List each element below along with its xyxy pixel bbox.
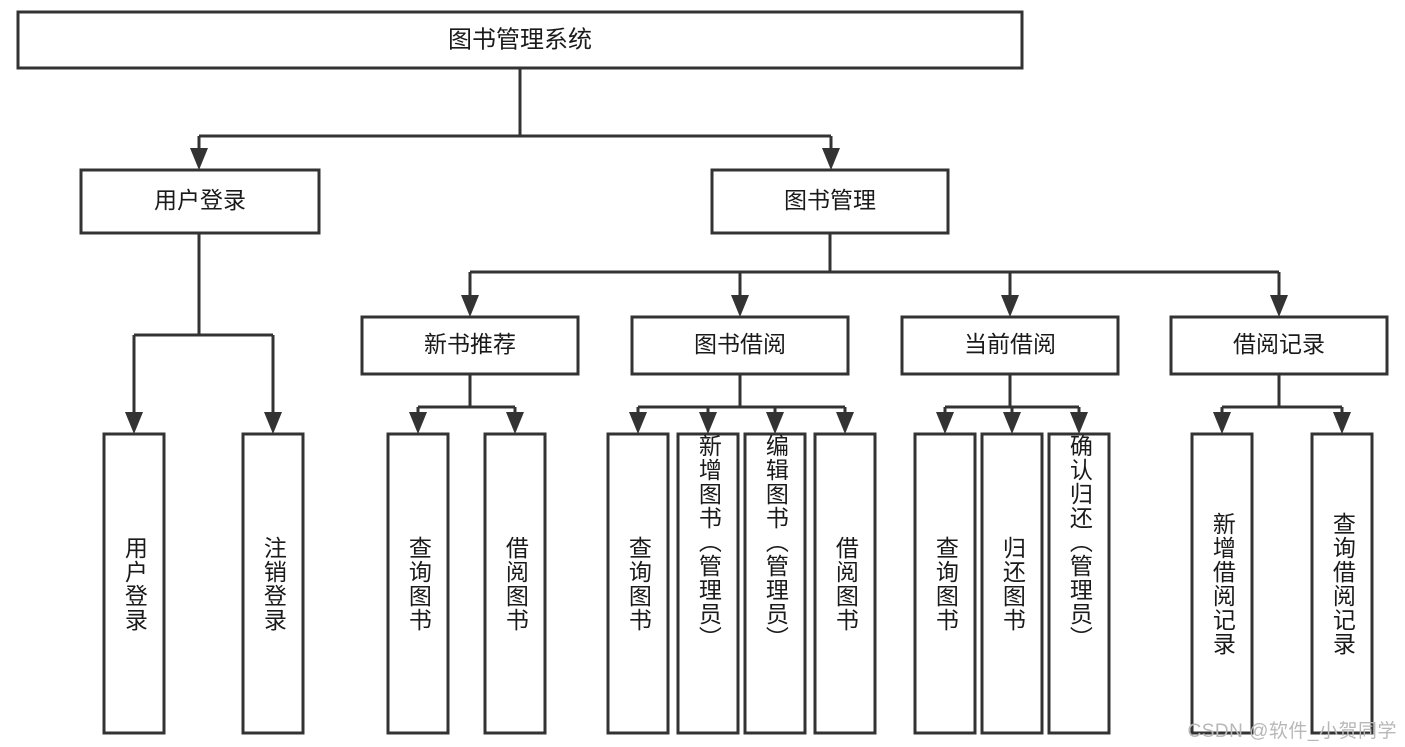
node-root-box[interactable]: [16, 10, 1024, 70]
arrow-to-leaf-edit-book: [766, 412, 784, 434]
node-book-manage-box[interactable]: [710, 168, 950, 235]
arrow-to-leaf-add-record: [1213, 412, 1231, 434]
arrow-to-leaf-query-book-2: [629, 412, 647, 434]
node-borrow-record[interactable]: 借阅记录: [1169, 315, 1389, 376]
node-user-login-box[interactable]: [79, 168, 321, 235]
node-book-manage[interactable]: 图书管理: [710, 168, 950, 235]
node-current-borrow-label: 当前借阅: [964, 331, 1056, 357]
arrow-to-leaf-borrow-book-2: [836, 412, 854, 434]
node-book-borrow-label: 图书借阅: [694, 331, 786, 357]
leaf-box-add-record[interactable]: [1190, 432, 1254, 735]
connector-current-borrow-to-leaves: [936, 374, 1088, 434]
leaf-box-query-book-2[interactable]: [606, 432, 670, 735]
arrow-to-leaf-confirm-return: [1070, 412, 1088, 434]
connector-book-manage-to-level3: [461, 233, 1288, 317]
arrow-to-leaf-borrow-book-1: [506, 412, 524, 434]
arrow-to-leaf-query-book-1: [409, 412, 427, 434]
arrow-to-new-book-recommend: [461, 295, 479, 317]
leaf-box-borrow-book-2[interactable]: [813, 432, 877, 735]
arrow-to-leaf-logout: [264, 412, 282, 434]
node-user-login-label: 用户登录: [154, 187, 246, 213]
node-borrow-record-box[interactable]: [1169, 315, 1389, 376]
connector-new-book-recommend-to-leaves: [409, 374, 524, 434]
connector-borrow-record-to-leaves: [1213, 374, 1351, 434]
leaf-box-add-book[interactable]: [676, 432, 740, 735]
arrow-to-leaf-user-login: [125, 412, 143, 434]
connector-root-to-level2: [190, 68, 840, 170]
arrow-to-leaf-query-book-3: [936, 412, 954, 434]
arrow-to-current-borrow: [1001, 295, 1019, 317]
node-root[interactable]: 图书管理系统: [16, 10, 1024, 70]
node-new-book-recommend[interactable]: 新书推荐: [360, 315, 580, 376]
connector-user-login-to-leaves: [125, 233, 282, 434]
arrow-to-leaf-return-book: [1003, 412, 1021, 434]
node-new-book-recommend-box[interactable]: [360, 315, 580, 376]
node-root-label: 图书管理系统: [448, 26, 592, 53]
leaf-box-edit-book[interactable]: [743, 432, 807, 735]
connector-book-borrow-to-leaves: [629, 374, 854, 434]
node-current-borrow[interactable]: 当前借阅: [900, 315, 1120, 376]
leaf-box-borrow-book-1[interactable]: [483, 432, 547, 735]
arrow-to-book-manage: [822, 148, 840, 170]
leaf-box-user-login[interactable]: [102, 432, 166, 735]
node-current-borrow-box[interactable]: [900, 315, 1120, 376]
leaf-box-logout[interactable]: [241, 432, 305, 735]
leaf-box-confirm-return[interactable]: [1047, 432, 1111, 735]
node-borrow-record-label: 借阅记录: [1233, 331, 1325, 357]
leaf-box-return-book[interactable]: [980, 432, 1044, 735]
arrow-to-leaf-query-record: [1333, 412, 1351, 434]
arrow-to-leaf-add-book: [699, 412, 717, 434]
arrow-to-user-login: [190, 148, 208, 170]
node-book-borrow[interactable]: 图书借阅: [630, 315, 850, 376]
node-new-book-recommend-label: 新书推荐: [424, 331, 516, 357]
leaf-box-query-book-1[interactable]: [386, 432, 450, 735]
node-book-manage-label: 图书管理: [784, 187, 876, 213]
leaf-box-query-book-3[interactable]: [913, 432, 977, 735]
arrow-to-book-borrow: [731, 295, 749, 317]
node-user-login[interactable]: 用户登录: [79, 168, 321, 235]
leaf-box-query-record[interactable]: [1310, 432, 1374, 735]
arrow-to-borrow-record: [1270, 295, 1288, 317]
watermark-text: CSDN @软件_小贺同学: [1187, 721, 1397, 742]
node-book-borrow-box[interactable]: [630, 315, 850, 376]
